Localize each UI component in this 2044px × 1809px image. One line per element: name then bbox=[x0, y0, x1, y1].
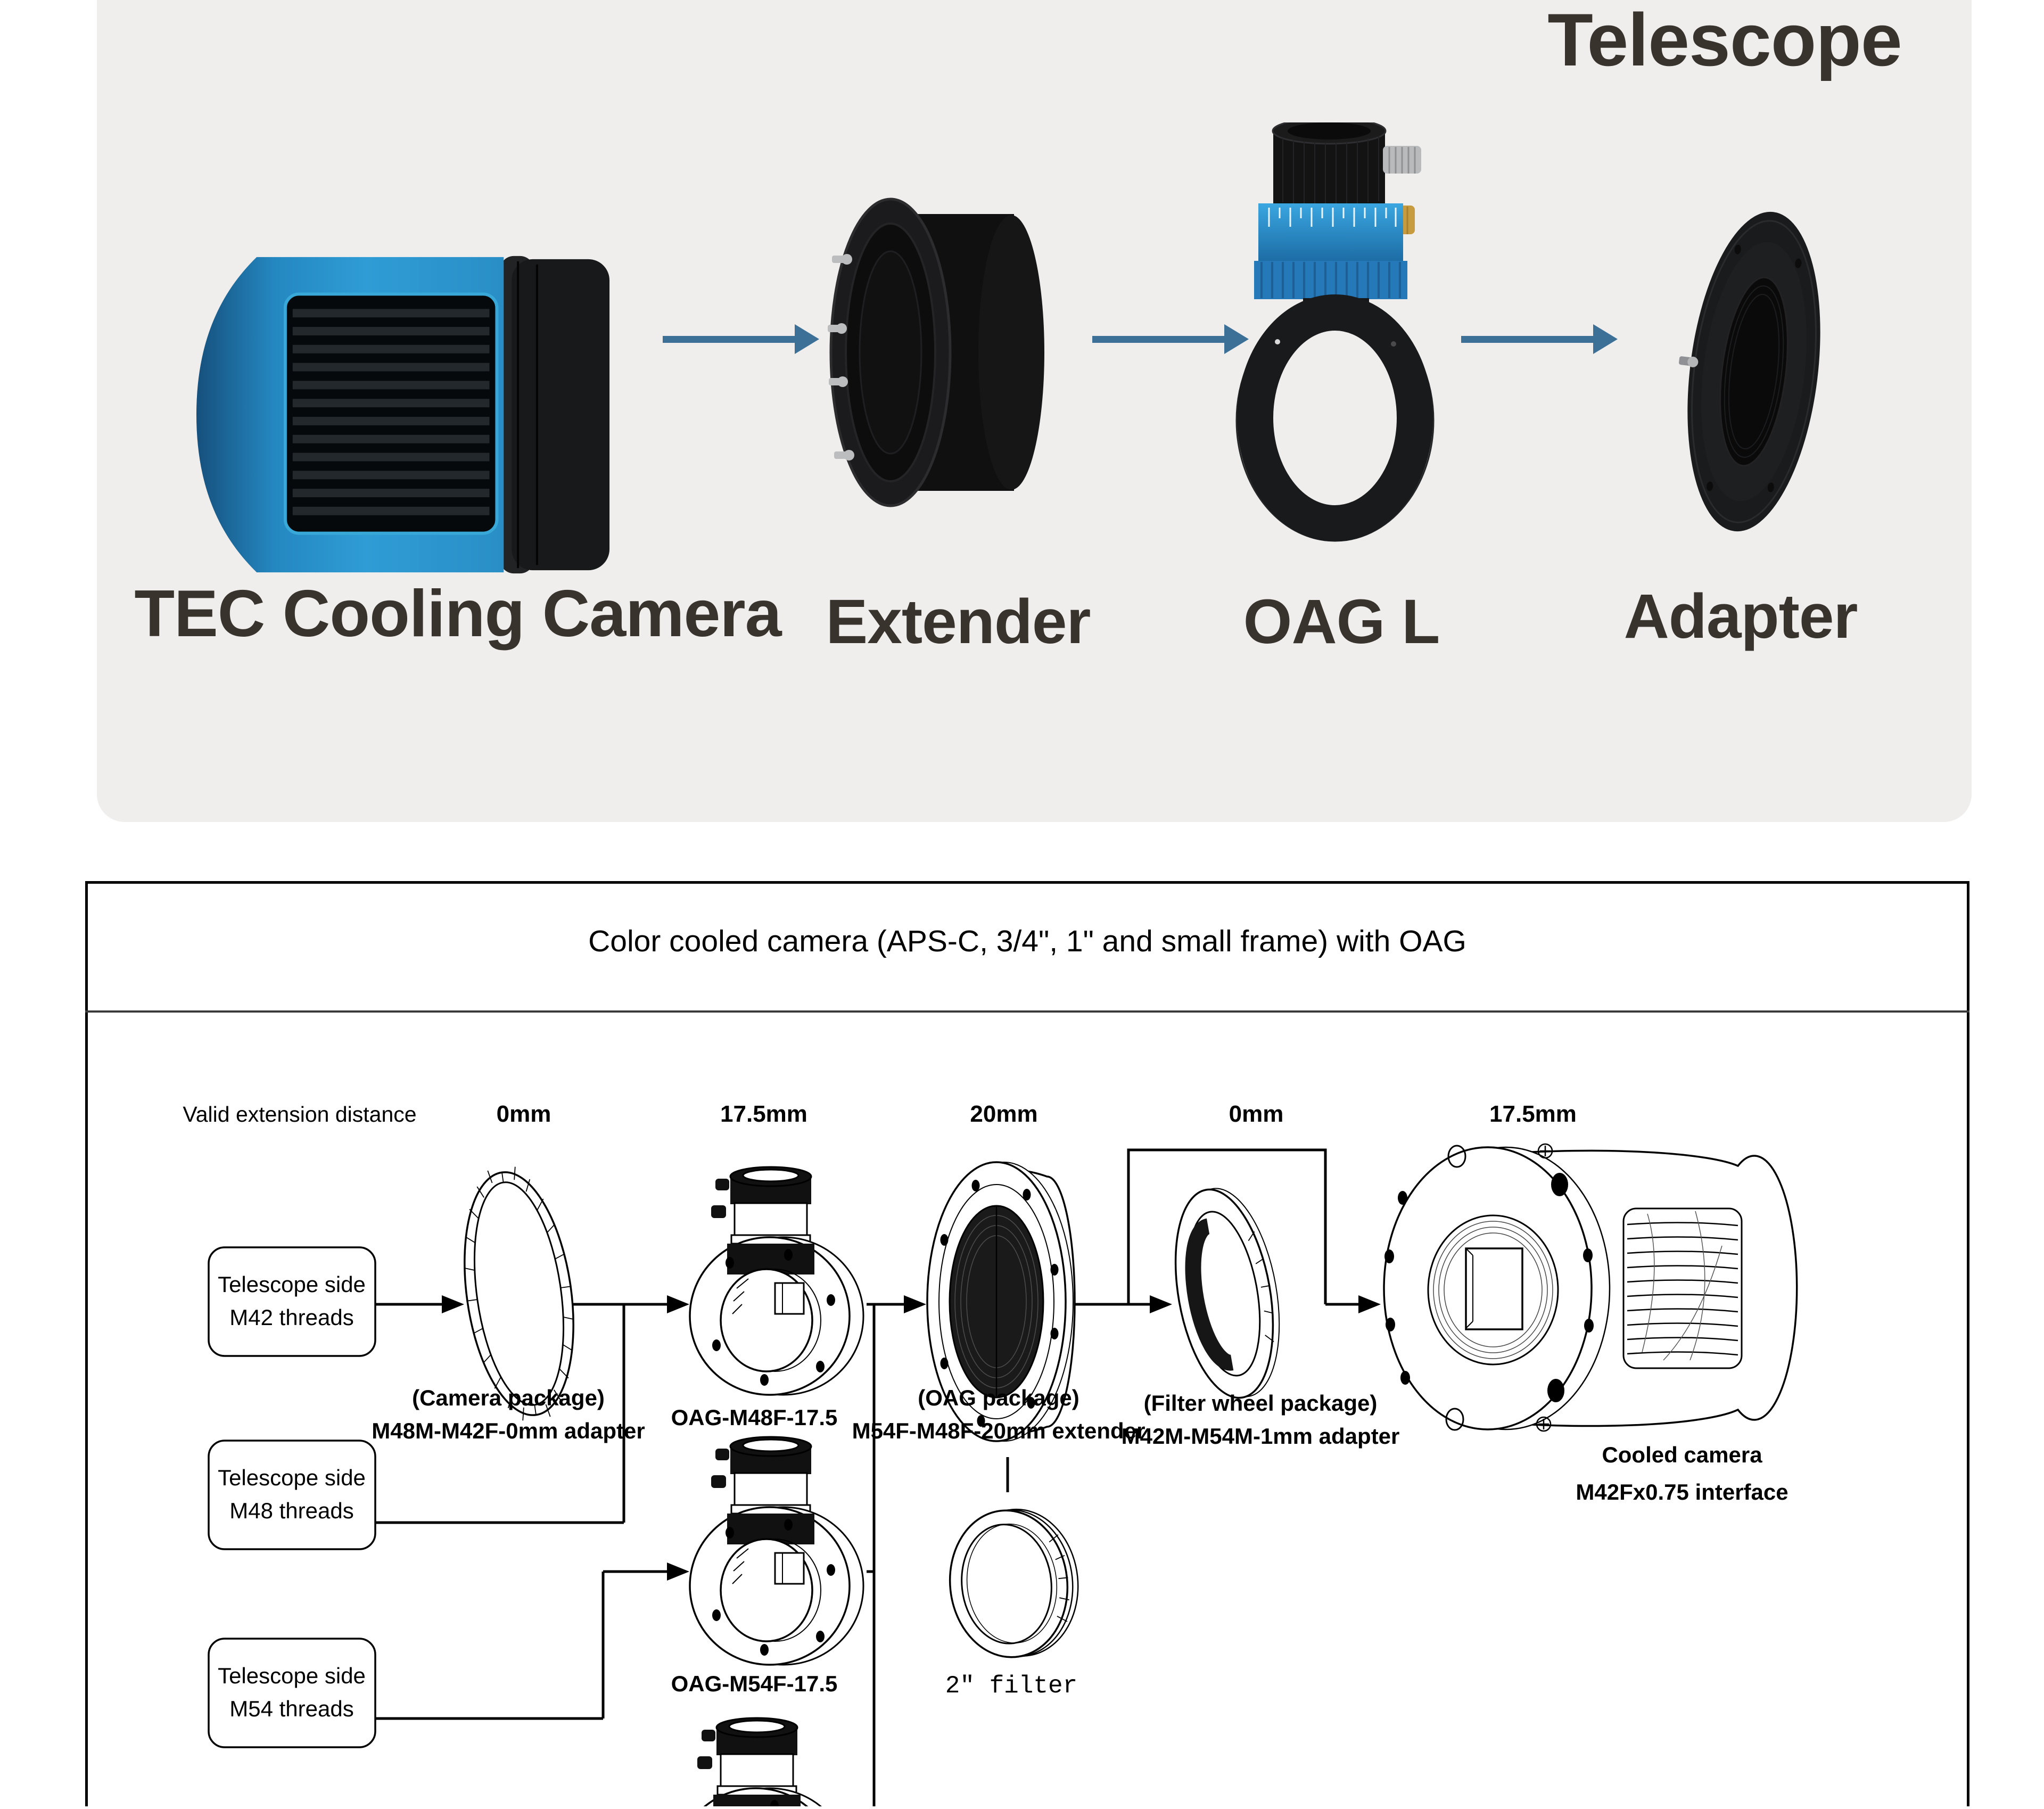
drawing-filter-wheel-adapter bbox=[1174, 1188, 1280, 1399]
svg-text:M48 threads: M48 threads bbox=[229, 1498, 353, 1523]
flow-arrow-icon bbox=[663, 324, 819, 354]
extension-value-0: 0mm bbox=[497, 1101, 551, 1127]
arrow-icon bbox=[442, 1295, 1381, 1581]
label-2in-filter: 2″ filter bbox=[945, 1672, 1077, 1700]
label-filter-adapter: M42M-M54M-1mm adapter bbox=[1122, 1424, 1400, 1449]
label-oag-package: (OAG package) bbox=[918, 1385, 1079, 1410]
oag-l-image bbox=[1235, 122, 1435, 542]
drawing-extender bbox=[926, 1161, 1076, 1442]
caption-tec-cooling-camera: TEC Cooling Camera bbox=[134, 577, 781, 651]
drawing-cooled-camera bbox=[1383, 1143, 1798, 1432]
label-filter-wheel-package: (Filter wheel package) bbox=[1144, 1391, 1378, 1416]
svg-text:M42 threads: M42 threads bbox=[229, 1305, 353, 1330]
drawing-oag-m54f bbox=[689, 1436, 864, 1666]
oag-ring-body bbox=[1237, 294, 1433, 541]
flow-arrow-icon bbox=[1092, 324, 1249, 354]
telescope-box-m48: Telescope side M48 threads bbox=[208, 1440, 376, 1550]
svg-text:Telescope side: Telescope side bbox=[218, 1663, 366, 1688]
telescope-heading: Telescope bbox=[1547, 0, 1902, 81]
adapter-image bbox=[1679, 211, 1820, 532]
flow-arrow-icon bbox=[1461, 324, 1618, 354]
extension-value-2: 20mm bbox=[970, 1101, 1037, 1127]
camera-fan-grille bbox=[1622, 1207, 1743, 1369]
telescope-box-m54: Telescope side M54 threads bbox=[208, 1638, 376, 1748]
diagram-border bbox=[85, 881, 1969, 1809]
connector-lines bbox=[375, 1148, 1359, 1807]
camera-screw-heads bbox=[1536, 1143, 1553, 1432]
svg-text:Telescope side: Telescope side bbox=[218, 1465, 366, 1490]
drawing-oag-partial bbox=[675, 1717, 851, 1809]
extension-value-1: 17.5mm bbox=[720, 1101, 807, 1127]
camera-rear-cap bbox=[512, 259, 610, 571]
label-oag-m54f: OAG-M54F-17.5 bbox=[671, 1671, 838, 1696]
extender-image bbox=[828, 198, 1044, 507]
label-camera-interface: M42Fx0.75 interface bbox=[1576, 1479, 1788, 1504]
drawing-camera-adapter-ring bbox=[464, 1166, 574, 1421]
label-camera-package: (Camera package) bbox=[412, 1385, 605, 1410]
oag-dial-scale bbox=[1258, 203, 1403, 261]
extender-screws bbox=[828, 254, 854, 461]
drawing-2in-filter bbox=[949, 1508, 1079, 1658]
caption-extender: Extender bbox=[826, 587, 1091, 657]
camera-flange-holes bbox=[1384, 1145, 1594, 1431]
valid-extension-label: Valid extension distance bbox=[183, 1102, 416, 1126]
extension-value-3: 0mm bbox=[1229, 1101, 1284, 1127]
label-cooled-camera: Cooled camera bbox=[1602, 1442, 1762, 1467]
caption-adapter: Adapter bbox=[1623, 581, 1858, 652]
caption-oag-l: OAG L bbox=[1243, 587, 1440, 657]
label-extender: M54F-M48F-20mm extender bbox=[852, 1418, 1145, 1443]
extension-value-4: 17.5mm bbox=[1489, 1101, 1577, 1127]
oag-knurled-ring bbox=[1254, 261, 1407, 299]
silver-thumbscrew bbox=[1383, 146, 1421, 174]
label-oag-m48f: OAG-M48F-17.5 bbox=[671, 1405, 838, 1430]
svg-text:M54 threads: M54 threads bbox=[229, 1696, 353, 1721]
camera-heatsink-fins bbox=[292, 309, 490, 515]
telescope-box-m42: Telescope side M42 threads bbox=[208, 1246, 376, 1357]
svg-text:Telescope side: Telescope side bbox=[218, 1272, 366, 1297]
drawing-oag-m48f bbox=[689, 1166, 864, 1396]
compatibility-diagram: Color cooled camera (APS-C, 3/4", 1" and… bbox=[85, 881, 1969, 1809]
label-camera-adapter: M48M-M42F-0mm adapter bbox=[372, 1418, 645, 1443]
diagram-title: Color cooled camera (APS-C, 3/4", 1" and… bbox=[588, 924, 1466, 958]
tec-cooling-camera-image bbox=[196, 256, 610, 574]
